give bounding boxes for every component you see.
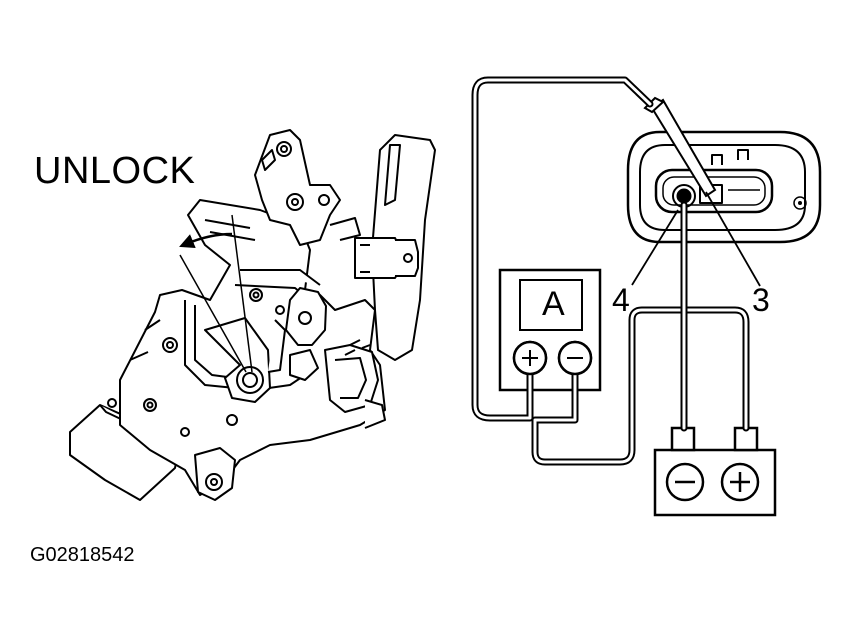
- door-lock-actuator-icon: [70, 130, 435, 500]
- battery-icon: [655, 428, 775, 515]
- pin-4-terminal: [677, 189, 691, 203]
- unlock-arrow-icon: [179, 234, 232, 249]
- unlock-label: UNLOCK: [34, 150, 196, 192]
- pin-3-label: 3: [752, 282, 770, 318]
- wires: [475, 80, 746, 462]
- ammeter-label: A: [542, 285, 565, 323]
- pin-leader-lines: [632, 192, 760, 286]
- pin-4-label: 4: [612, 282, 630, 318]
- figure-id: G02818542: [30, 544, 135, 566]
- connector-icon: [628, 132, 820, 242]
- test-probe-icon: [645, 98, 715, 196]
- unlock-leader-lines: [180, 215, 252, 372]
